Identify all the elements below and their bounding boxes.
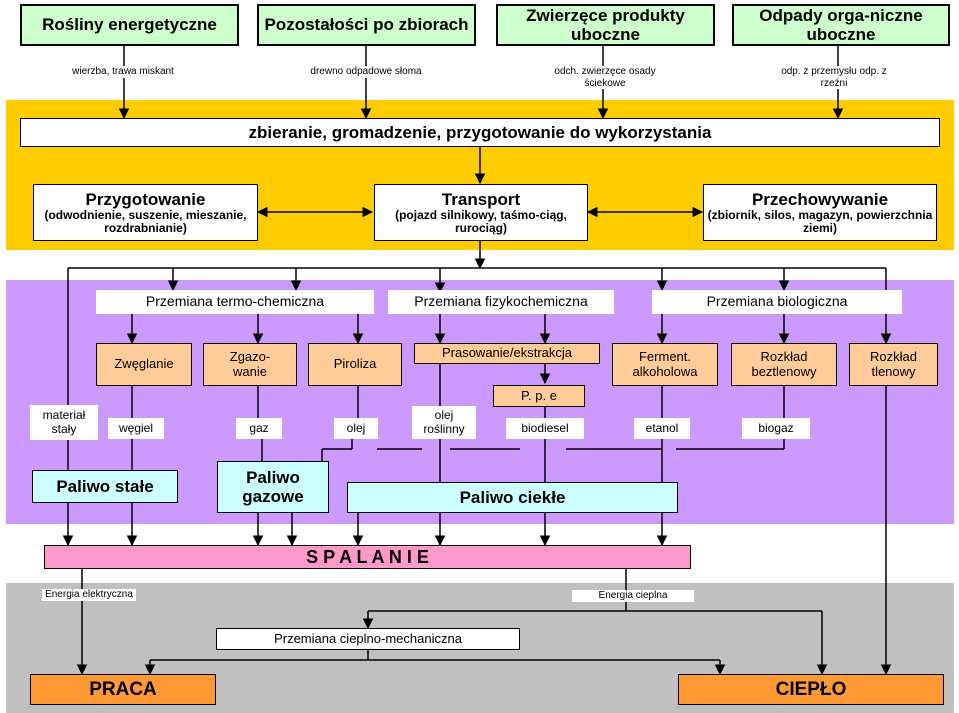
source-note-energy-crops: wierzba, trawa miskant bbox=[64, 66, 182, 78]
prep-title: Przygotowanie bbox=[85, 189, 206, 209]
source-note-animal-byproducts: odch. zwierzęce osady ściekowe bbox=[548, 66, 662, 89]
source-animal-byproducts: Zwierzęce produkty uboczne bbox=[496, 4, 715, 46]
process-ppe: P. p. e bbox=[493, 385, 585, 407]
combustion-box: S P A L A N I E bbox=[44, 545, 691, 569]
process-ferment: Ferment. alkoholowa bbox=[612, 343, 718, 386]
category-thermochemical: Przemiana termo-chemiczna bbox=[96, 290, 374, 314]
output-praca: PRACA bbox=[30, 674, 216, 705]
source-harvest-residues: Pozostałości po zbiorach bbox=[257, 4, 476, 46]
fuel-gas: Paliwo gazowe bbox=[217, 461, 329, 513]
category-biological: Przemiana biologiczna bbox=[652, 290, 902, 314]
output-cieplo: CIEPŁO bbox=[678, 674, 944, 705]
product-biodiesel: biodiesel bbox=[506, 418, 584, 439]
transport-box: Transport (pojazd silnikowy, taśmo-ciąg,… bbox=[374, 184, 588, 241]
process-zgazowanie: Zgazo-wanie bbox=[203, 343, 297, 386]
thermo-mechanical-box: Przemiana cieplno-mechaniczna bbox=[216, 628, 520, 650]
process-beztlenowy: Rozkład beztlenowy bbox=[731, 343, 837, 386]
storage-box: Przechowywanie (zbiornik, silos, magazyn… bbox=[703, 184, 937, 241]
source-note-harvest-residues: drewno odpadowe słoma bbox=[304, 66, 428, 78]
category-physicochemical: Przemiana fizykochemiczna bbox=[388, 290, 614, 314]
source-organic-waste: Odpady orga-niczne uboczne bbox=[732, 4, 950, 46]
process-prasowanie: Prasowanie/ekstrakcja bbox=[414, 343, 600, 364]
transport-subtitle: (pojazd silnikowy, taśmo-ciąg, rurociąg) bbox=[395, 207, 567, 236]
product-olej-roslinny: olej roślinny bbox=[412, 406, 476, 439]
source-note-organic-waste: odp. z przemysłu odp. z rzeźni bbox=[778, 66, 890, 89]
product-olej: olej bbox=[334, 418, 378, 439]
label-electric-energy: Energia elektryczna bbox=[42, 589, 136, 601]
product-material: materiał stały bbox=[30, 405, 98, 440]
process-tlenowy: Rozkład tlenowy bbox=[849, 343, 938, 386]
fuel-solid: Paliwo stałe bbox=[32, 470, 178, 503]
process-piroliza: Piroliza bbox=[308, 343, 402, 386]
fuel-liquid: Paliwo ciekłe bbox=[347, 482, 678, 513]
prep-box: Przygotowanie (odwodnienie, suszenie, mi… bbox=[33, 184, 258, 241]
logistics-main-box: zbieranie, gromadzenie, przygotowanie do… bbox=[20, 118, 940, 147]
product-biogaz: biogaz bbox=[742, 418, 810, 439]
product-gaz: gaz bbox=[236, 418, 282, 439]
transport-title: Transport bbox=[441, 189, 521, 209]
storage-subtitle: (zbiornik, silos, magazyn, powierzchnia … bbox=[707, 207, 933, 236]
prep-subtitle: (odwodnienie, suszenie, mieszanie, rozdr… bbox=[44, 207, 247, 236]
product-etanol: etanol bbox=[634, 418, 690, 439]
label-heat-energy: Energia cieplna bbox=[572, 590, 694, 602]
product-wegiel: węgiel bbox=[108, 418, 164, 439]
process-zweglanie: Zwęglanie bbox=[96, 343, 192, 386]
source-energy-crops: Rośliny energetyczne bbox=[20, 4, 239, 46]
storage-title: Przechowywanie bbox=[751, 189, 889, 209]
